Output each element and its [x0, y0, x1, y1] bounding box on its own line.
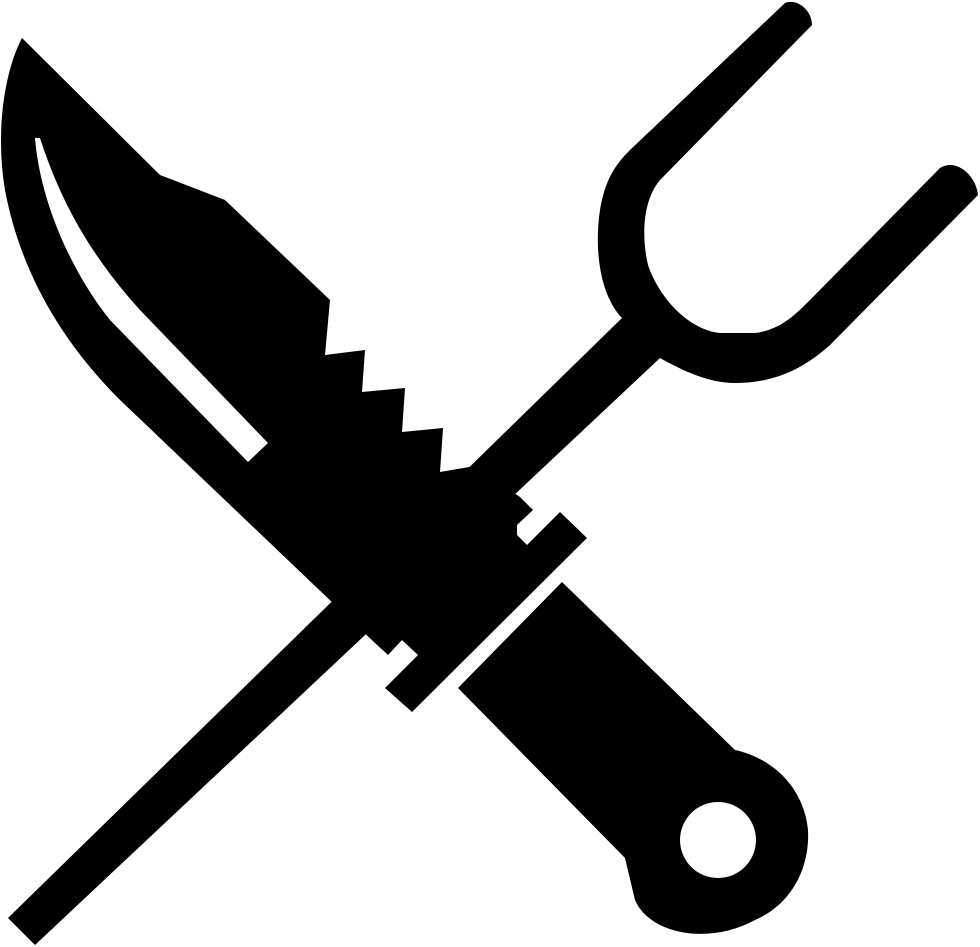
- fork-shape: [8, 1, 978, 946]
- knife-blade-highlight: [35, 138, 268, 462]
- knife-blade-and-guard: [1, 38, 587, 712]
- fork-icon: [8, 1, 978, 946]
- knife-handle-hole: [680, 802, 756, 878]
- knife-icon: [1, 38, 809, 934]
- knife-handle: [458, 582, 809, 934]
